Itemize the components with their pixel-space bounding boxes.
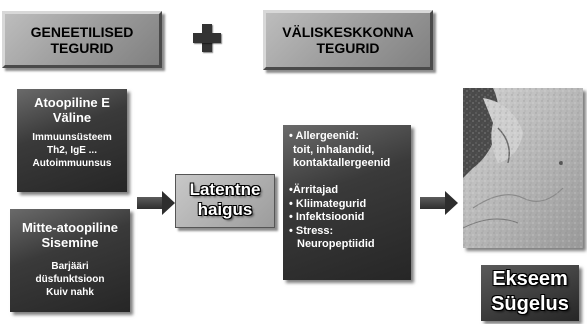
nonatopic-box: Mitte-atoopiline Sisemine Barjääri düsfu… [10,209,130,312]
latent-disease-line-1: Latentne [189,180,261,199]
atopic-line: Autoimmuunsus [32,158,112,169]
skin-photo [463,88,583,248]
latent-disease-line-2: haigus [197,200,253,219]
environment-factors-list: • Allergeenid: toit, inhalandid, kontakt… [283,125,411,280]
result-line-1: Ekseem [492,268,568,290]
factor-item: • Allergeenid: [289,130,360,142]
factor-item: • Stress: [289,224,334,237]
factor-item: toit, inhalandid, [293,143,375,156]
atopic-line: Immuunsüsteem [32,132,112,143]
factor-item: •Ärritajad [289,184,339,196]
genetic-factors-label: GENEETILISED TEGURID [30,23,134,56]
environment-factors-box: VÄLISKESKKONNA TEGURID [263,10,433,70]
factor-item: • Infektsioonid [289,211,365,223]
factor-item: Neuropeptiidid [297,238,375,250]
environment-factors-label: VÄLISKESKKONNA TEGURID [282,24,414,56]
plus-icon [193,24,221,52]
factor-item [289,171,407,185]
nonatopic-line: Kuiv nahk [46,287,94,298]
atopic-title-1: Atoopiline E [34,95,110,110]
atopic-title-2: Väline [52,110,92,125]
factor-item: kontaktallergeenid [293,157,391,169]
latent-disease-box: Latentne haigus [175,174,275,228]
nonatopic-line: Barjääri [51,261,89,272]
nonatopic-title-2: Sisemine [41,235,99,250]
nonatopic-line: düsfunktsioon [35,274,105,285]
arrow-right-icon [137,191,175,215]
factor-item: • Kliimategurid [289,197,367,210]
result-box: Ekseem Sügelus [481,265,579,321]
result-line-2: Sügelus [491,293,569,315]
atopic-box: Atoopiline E Väline Immuunsüsteem Th2, I… [17,89,127,192]
atopic-line: Th2, IgE ... [46,145,97,156]
genetic-factors-box: GENEETILISED TEGURID [2,11,162,68]
nonatopic-title-1: Mitte-atoopiline [21,220,119,235]
arrow-right-icon [420,191,458,215]
